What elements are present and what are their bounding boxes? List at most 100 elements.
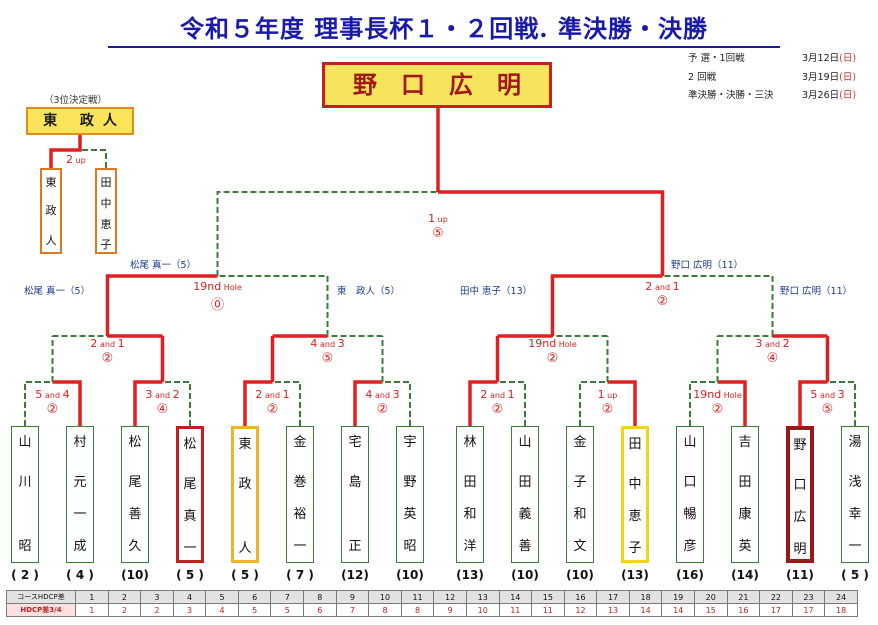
player-name-char: 一 [183, 541, 197, 556]
match-score: 5 and 4 [35, 388, 70, 401]
hcp-cell: 2 [107, 590, 142, 604]
hcp-cell: 10 [368, 590, 402, 604]
hcp-cell: 21 [726, 590, 761, 604]
player-name-char: 善 [518, 539, 532, 554]
player-name-char: 彦 [683, 539, 697, 554]
hcp-cell: 1 [75, 590, 109, 604]
hcp-cell: 3 [172, 603, 207, 617]
hcp-cell: 8 [303, 590, 337, 604]
match-score: 19nd Hole [528, 337, 577, 350]
hcp-cell: 13 [465, 590, 500, 604]
hcp-cell: 17 [596, 590, 630, 604]
hcp-cell: 14 [661, 603, 695, 617]
match-holes-left: ② [46, 402, 59, 417]
player-name-char: 広 [793, 510, 807, 525]
winner-path [550, 274, 663, 336]
player-name-char: 昭 [18, 539, 32, 554]
player-name-char: 成 [73, 539, 87, 554]
loser-path [382, 381, 411, 426]
hcp-cell: 11 [400, 590, 435, 604]
hcp-cell: 15 [693, 603, 728, 617]
winner-path [49, 135, 82, 168]
hcp-cell: 15 [531, 590, 565, 604]
match-holes-left: ② [266, 402, 279, 417]
hcp-cell: 10 [465, 603, 500, 617]
player-name-char: 田 [738, 475, 752, 490]
player-name-char: 裕 [293, 507, 307, 522]
hcp-cell: 11 [498, 603, 533, 617]
player-box: 山田義善 [511, 426, 539, 563]
match-score: 2 and 1 [90, 337, 125, 350]
loser-path [80, 149, 107, 168]
player-name-char: 宅 [348, 435, 362, 450]
schedule-row: 準決勝・決勝・三決 3月26日(日) [688, 87, 878, 106]
match-holes-left: ② [546, 351, 559, 366]
loser-path [662, 275, 774, 336]
player-name-char: 和 [573, 507, 587, 522]
schedule: 予 選・1回戦 3月12日(日) 2 回戦 3月19日(日) 準決勝・決勝・三決… [688, 50, 878, 106]
match-score: 4 and 3 [365, 388, 400, 401]
player-hcp: (13) [456, 568, 484, 582]
third-place-name-char: 恵 [100, 218, 112, 231]
loser-path [217, 275, 329, 336]
player-name-char: 英 [403, 507, 417, 522]
player-box: 金子和文 [566, 426, 594, 563]
hcp-row-label: HDCP差3/4 [6, 603, 76, 617]
player-name-char: 巻 [293, 475, 307, 490]
player-name-char: 正 [348, 539, 362, 554]
hcp-cell: 16 [726, 603, 761, 617]
match-holes-left: ④ [766, 351, 779, 366]
player-hcp: (12) [341, 568, 369, 582]
player-box: 野口広明 [786, 426, 814, 563]
hcp-cell: 7 [335, 603, 370, 617]
player-name-char: 田 [628, 437, 642, 452]
player-name-char: 昭 [403, 539, 417, 554]
loser-path [579, 381, 608, 426]
player-name-char: 口 [683, 475, 697, 490]
player-name-char: 一 [293, 539, 307, 554]
hcp-cell: 3 [140, 590, 174, 604]
match-score: 1 up [428, 212, 448, 225]
third-place-name-char: 人 [45, 234, 57, 247]
hcp-row-label: コースHDCP差 [6, 590, 76, 604]
match-holes-left: ④ [156, 402, 169, 417]
match-score: 2 and 1 [480, 388, 515, 401]
hcp-cell: 6 [237, 590, 272, 604]
winner-path [717, 380, 747, 426]
hcp-cell: 24 [824, 590, 858, 604]
player-name-char: 林 [463, 435, 477, 450]
player-box: 松尾真一 [176, 426, 204, 563]
hcp-cell: 13 [596, 603, 630, 617]
player-name-char: 一 [73, 507, 87, 522]
player-name-char: 尾 [128, 475, 142, 490]
hcp-cell: 1 [75, 603, 109, 617]
winner-path [607, 380, 637, 426]
third-place-name-char: 中 [100, 197, 112, 210]
hcp-cell: 8 [400, 603, 435, 617]
player-name-char: 康 [738, 507, 752, 522]
player-box: 宅島正 [341, 426, 369, 563]
player-name-char: 山 [18, 435, 32, 450]
schedule-row: 予 選・1回戦 3月12日(日) [688, 50, 878, 69]
player-name-char: 暢 [683, 507, 697, 522]
player-name-char: 英 [738, 539, 752, 554]
player-name-char: 宇 [403, 435, 417, 450]
player-name-char: 和 [463, 507, 477, 522]
match-holes-left: ② [376, 402, 389, 417]
player-box: 林田和洋 [456, 426, 484, 563]
schedule-round: 予 選・1回戦 [688, 53, 745, 64]
schedule-date: 3月19日(日) [802, 71, 857, 83]
player-hcp: ( 5 ) [231, 568, 259, 582]
third-place-title: （3位決定戦） [44, 95, 108, 106]
schedule-round: 2 回戦 [688, 71, 717, 83]
hcp-cell: 18 [824, 603, 858, 617]
player-name-char: 山 [518, 435, 532, 450]
player-box: 湯浅幸一 [841, 426, 869, 563]
champion-box: 野口広明 [322, 62, 552, 108]
player-name-char: 口 [793, 478, 807, 493]
match-score: 5 and 3 [810, 388, 845, 401]
hcp-cell: 5 [205, 590, 239, 604]
hcp-cell: 5 [237, 603, 272, 617]
